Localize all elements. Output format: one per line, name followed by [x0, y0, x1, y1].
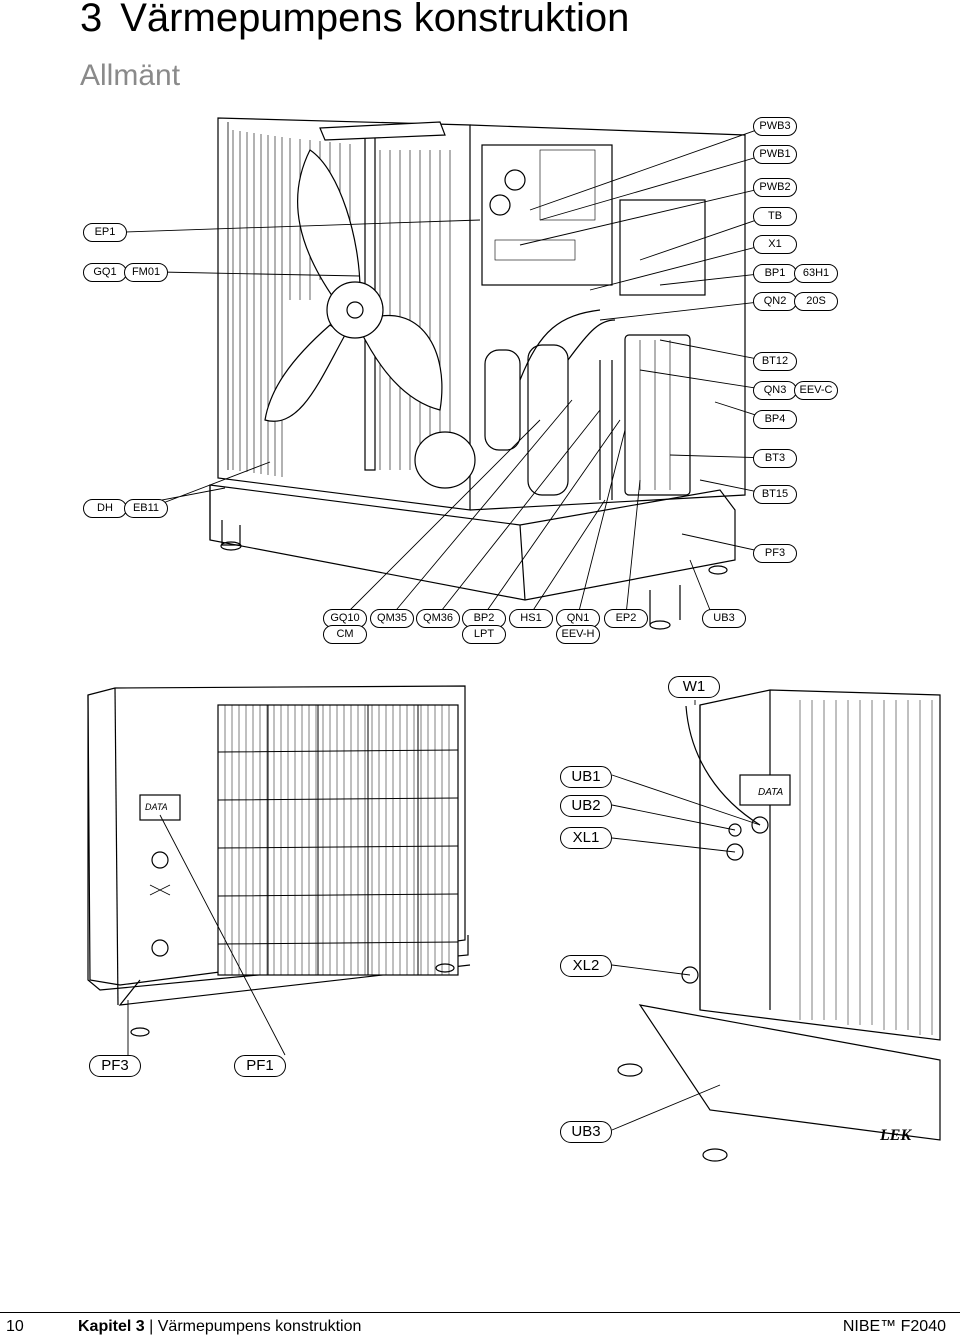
label-pf3-top: PF3: [753, 544, 797, 563]
label-pf3-bottom: PF3: [89, 1055, 141, 1077]
label-ep1: EP1: [83, 223, 127, 242]
data-plate-left: DATA: [145, 802, 168, 812]
footer-chapter: Kapitel 3 | Värmepumpens konstruktion: [78, 1318, 361, 1336]
page-heading: 3 Värmepumpens konstruktion: [80, 0, 629, 42]
label-eev-c: EEV-C: [794, 381, 838, 400]
label-hs1: HS1: [509, 609, 553, 628]
label-ep2: EP2: [604, 609, 648, 628]
label-63h1: 63H1: [794, 264, 838, 283]
label-ub1: UB1: [560, 766, 612, 788]
label-qn1: QN1: [556, 609, 600, 628]
label-ub3-top: UB3: [702, 609, 746, 628]
label-lpt: LPT: [462, 625, 506, 644]
label-eev-h: EEV-H: [556, 625, 600, 644]
label-gq1: GQ1: [83, 263, 127, 282]
label-ub3-bottom: UB3: [560, 1121, 612, 1143]
label-cm: CM: [323, 625, 367, 644]
label-xl2: XL2: [560, 955, 612, 977]
label-pwb3: PWB3: [753, 117, 797, 136]
label-w1: W1: [668, 676, 720, 698]
label-dh: DH: [83, 499, 127, 518]
label-bp1: BP1: [753, 264, 797, 283]
label-fm01: FM01: [124, 263, 168, 282]
label-eb11: EB11: [124, 499, 168, 518]
upper-leader-lines: [119, 125, 769, 616]
chapter-number: 3: [80, 0, 103, 40]
label-bt15: BT15: [753, 485, 797, 504]
label-qn3: QN3: [753, 381, 797, 400]
label-qn2: QN2: [753, 292, 797, 311]
chapter-title: Värmepumpens konstruktion: [120, 0, 630, 40]
brand-mark: LEK: [879, 1127, 912, 1144]
label-pwb1: PWB1: [753, 145, 797, 164]
footer-chapter-title: Värmepumpens konstruktion: [157, 1318, 362, 1335]
section-subtitle: Allmänt: [80, 59, 181, 92]
label-20s: 20S: [794, 292, 838, 311]
label-bp4: BP4: [753, 410, 797, 429]
lower-right-unit-drawing: [617, 689, 941, 1162]
page-footer: 10 Kapitel 3 | Värmepumpens konstruktion…: [0, 1312, 960, 1341]
label-qm36: QM36: [416, 609, 460, 628]
footer-brand: NIBE™ F2040: [842, 1318, 946, 1335]
label-bt12: BT12: [753, 352, 797, 371]
label-qm35: QM35: [370, 609, 414, 628]
label-pwb2: PWB2: [753, 178, 797, 197]
page-number: 10: [6, 1318, 24, 1335]
label-bt3: BT3: [753, 449, 797, 468]
lower-left-unit-drawing: [87, 685, 471, 1037]
label-tb: TB: [753, 207, 797, 226]
label-xl1: XL1: [560, 827, 612, 849]
label-pf1: PF1: [234, 1055, 286, 1077]
footer-chapter-label: Kapitel 3: [78, 1318, 145, 1335]
label-x1: X1: [753, 235, 797, 254]
data-plate-right: DATA: [758, 787, 784, 798]
footer-separator: |: [149, 1318, 154, 1335]
label-ub2: UB2: [560, 795, 612, 817]
